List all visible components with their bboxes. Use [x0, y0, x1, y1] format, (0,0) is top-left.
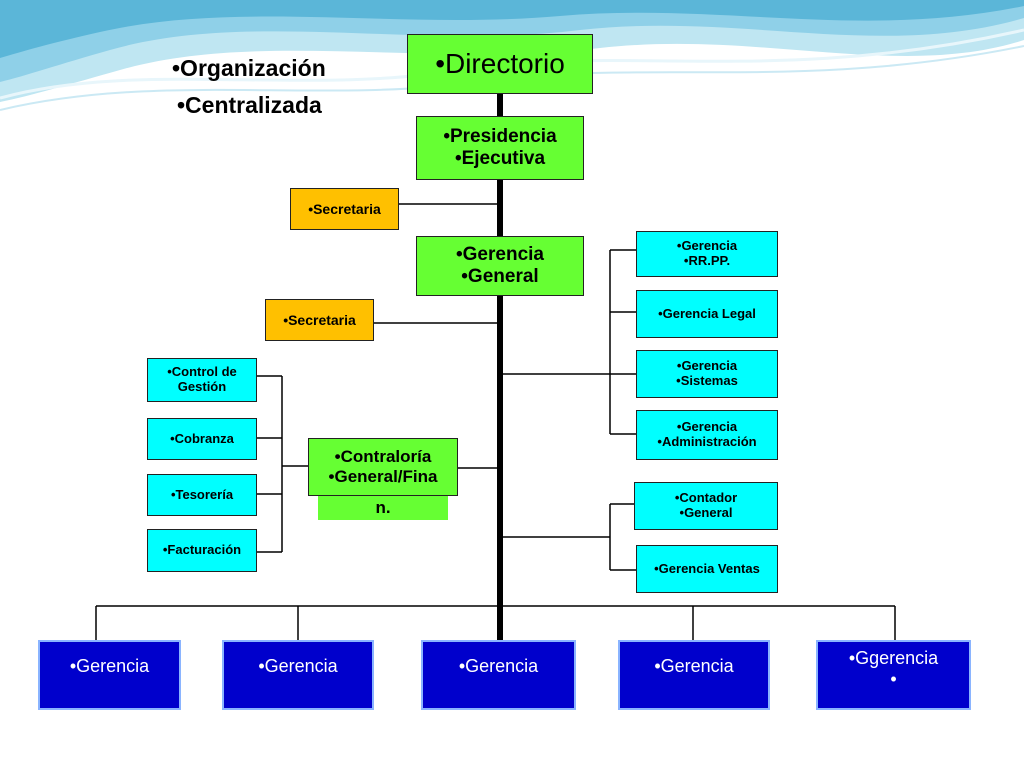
node-gerencia-rrpp-line-1: •Gerencia: [676, 238, 738, 254]
node-contraloria-overflow: n.: [318, 496, 448, 520]
node-presidencia-ejecutiva: •Presidencia •Ejecutiva: [416, 116, 584, 180]
node-bottom-gerencia-4-label: •Gerencia: [654, 656, 734, 676]
node-gerencia-administracion-line-2: •Administración: [657, 434, 757, 449]
node-gerencia-rrpp-line-2: •RR.PP.: [683, 253, 731, 268]
title-line-1: •Organización: [172, 55, 326, 81]
node-gerencia-administracion: •Gerencia •Administración: [636, 410, 778, 460]
node-gerencia-ventas-label: •Gerencia Ventas: [654, 560, 760, 576]
node-gerencia-general: •Gerencia •General: [416, 236, 584, 296]
node-contador-general-line-1: •Contador: [674, 490, 738, 506]
node-contraloria-line-2: •General/Fina: [328, 467, 438, 486]
node-control-gestion-line-2: Gestión: [177, 379, 227, 394]
title-line-2: •Centralizada: [177, 92, 322, 118]
node-gerencia-ventas: •Gerencia Ventas: [636, 545, 778, 593]
node-bottom-gerencia-1: •Gerencia: [38, 640, 181, 710]
node-bottom-gerencia-4: •Gerencia: [618, 640, 770, 710]
node-gerencia-general-line-2: •General: [461, 266, 539, 287]
node-gerencia-sistemas-line-2: •Sistemas: [676, 373, 738, 388]
node-gerencia-general-line-1: •Gerencia: [456, 244, 544, 266]
node-bottom-ggerencia: •Ggerencia •: [816, 640, 971, 710]
node-bottom-gerencia-2-label: •Gerencia: [258, 656, 338, 676]
node-cobranza-label: •Cobranza: [170, 430, 234, 446]
node-gerencia-rrpp: •Gerencia •RR.PP.: [636, 231, 778, 277]
node-contraloria-line-1: •Contraloría: [334, 447, 432, 467]
node-gerencia-sistemas: •Gerencia •Sistemas: [636, 350, 778, 398]
node-gerencia-administracion-line-1: •Gerencia: [676, 419, 738, 435]
node-secretaria-mid: •Secretaria: [265, 299, 374, 341]
node-directorio: •Directorio: [407, 34, 593, 94]
node-bottom-gerencia-1-label: •Gerencia: [69, 656, 150, 676]
node-control-gestion: •Control de Gestión: [147, 358, 257, 402]
node-gerencia-legal-label: •Gerencia Legal: [658, 305, 756, 321]
node-bottom-ggerencia-line-2: •: [890, 668, 897, 689]
node-contador-general-line-2: •General: [679, 505, 733, 520]
node-facturacion-label: •Facturación: [162, 542, 242, 558]
node-secretaria-top-label: •Secretaria: [308, 200, 381, 217]
node-control-gestion-line-1: •Control de: [167, 364, 237, 380]
node-tesoreria: •Tesorería: [147, 474, 257, 516]
node-contraloria-line-3: n.: [375, 498, 391, 517]
node-tesoreria-label: •Tesorería: [170, 486, 234, 502]
node-cobranza: •Cobranza: [147, 418, 257, 460]
node-contador-general: •Contador •General: [634, 482, 778, 530]
node-secretaria-mid-label: •Secretaria: [283, 311, 356, 328]
node-directorio-label: •Directorio: [435, 47, 565, 79]
node-presidencia-line-2: •Ejecutiva: [454, 148, 546, 169]
node-bottom-gerencia-2: •Gerencia: [222, 640, 374, 710]
node-bottom-ggerencia-line-1: •Ggerencia: [848, 648, 939, 668]
node-presidencia-line-1: •Presidencia: [443, 126, 557, 148]
node-gerencia-legal: •Gerencia Legal: [636, 290, 778, 338]
node-contraloria: •Contraloría •General/Fina: [308, 438, 458, 496]
node-facturacion: •Facturación: [147, 529, 257, 572]
node-secretaria-top: •Secretaria: [290, 188, 399, 230]
node-bottom-gerencia-3: •Gerencia: [421, 640, 576, 710]
node-bottom-gerencia-3-label: •Gerencia: [458, 656, 539, 676]
node-gerencia-sistemas-line-1: •Gerencia: [676, 358, 738, 374]
